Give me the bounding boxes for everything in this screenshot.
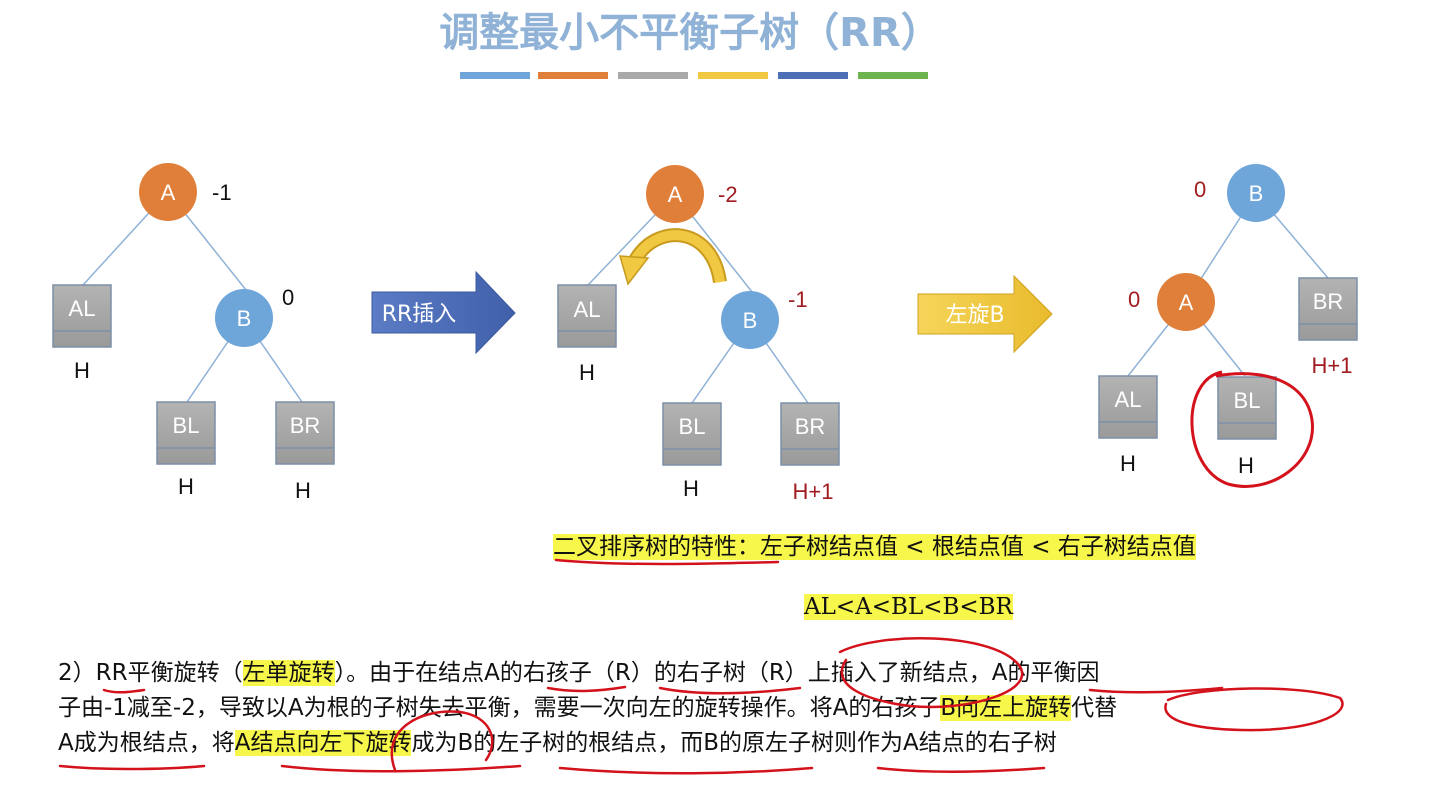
subtree-bl-label: BL xyxy=(679,414,706,439)
tree-after-insert: A -2 B -1 AL H BL H BR H+1 xyxy=(557,165,840,504)
order-note-text: AL<A<BL<B<BR xyxy=(804,594,1013,620)
node-b xyxy=(1227,164,1285,222)
bst-property-note: 二叉排序树的特性：左子树结点值 < 根结点值 < 右子树结点值 xyxy=(553,527,1196,561)
subtree-bl-label: BL xyxy=(173,413,200,438)
subtree-bl: BL H xyxy=(662,402,722,501)
node-b xyxy=(215,289,273,347)
subtree-br-height: H+1 xyxy=(1312,353,1353,378)
line2-highlight: B向左上旋转 xyxy=(940,695,1072,721)
bf-b-label: -1 xyxy=(788,287,808,312)
subtree-al-label: AL xyxy=(574,297,601,322)
bf-a-label: 0 xyxy=(1128,287,1140,312)
bf-b-label: 0 xyxy=(1194,177,1206,202)
subtree-al-height: H xyxy=(74,358,90,383)
node-b-label: B xyxy=(1249,181,1264,206)
line3-text-a: A成为根结点，将 xyxy=(58,730,235,756)
subtree-bl-height: H xyxy=(178,474,194,499)
line3-highlight: A结点向左下旋转 xyxy=(234,730,412,756)
subtree-br-label: BR xyxy=(290,413,321,438)
node-b-label: B xyxy=(743,308,758,333)
title-bar-1 xyxy=(460,72,530,79)
line2-text-b: 代替 xyxy=(1071,695,1118,721)
subtree-al-label: AL xyxy=(69,296,96,321)
line1-text-a: 2）RR平衡旋转（ xyxy=(58,660,243,686)
node-a-label: A xyxy=(161,180,176,205)
line3-text-b: 成为B的左子树的根结点，而B的原左子树则作为A结点的右子树 xyxy=(411,730,1057,756)
node-a xyxy=(1157,273,1215,331)
title-bar-4 xyxy=(698,72,768,79)
subtree-al: AL H xyxy=(52,284,112,383)
node-a xyxy=(139,163,197,221)
rotate-left-arrow: 左旋B xyxy=(917,274,1053,354)
node-b-label: B xyxy=(237,306,252,331)
title-bar-3 xyxy=(618,72,688,79)
subtree-al-label: AL xyxy=(1115,387,1142,412)
tree-after-rotation: B 0 A 0 BR H+1 AL H BL H xyxy=(1098,164,1358,488)
paragraph-line-1: 2）RR平衡旋转（左单旋转）。由于在结点A的右孩子（R）的右子树（R）上插入了新… xyxy=(58,656,1418,691)
rotate-left-label: 左旋B xyxy=(945,303,1004,328)
subtree-br: BR H xyxy=(275,401,335,503)
subtree-br-label: BR xyxy=(795,414,826,439)
paragraph-line-3: A成为根结点，将A结点向左下旋转成为B的左子树的根结点，而B的原左子树则作为A结… xyxy=(58,726,1418,761)
bst-property-text: 二叉排序树的特性：左子树结点值 < 根结点值 < 右子树结点值 xyxy=(553,534,1196,560)
rr-insert-label: RR插入 xyxy=(382,302,457,327)
subtree-bl-height: H xyxy=(1238,453,1254,478)
page-title: 调整最小不平衡子树（RR） xyxy=(439,10,941,56)
subtree-br-height: H+1 xyxy=(793,479,834,504)
order-note: AL<A<BL<B<BR xyxy=(804,594,1013,620)
node-a-label: A xyxy=(668,182,683,207)
subtree-al-height: H xyxy=(1120,451,1136,476)
title-color-bars xyxy=(460,72,928,79)
bf-a-label: -1 xyxy=(212,180,232,205)
paragraph-line-2: 子由-1减至-2，导致以A为根的子树失去平衡，需要一次向左的旋转操作。将A的右孩… xyxy=(58,691,1418,726)
title-bar-5 xyxy=(778,72,848,79)
rr-insert-arrow: RR插入 xyxy=(371,270,516,355)
subtree-al: AL H xyxy=(557,284,617,385)
bf-b-label: 0 xyxy=(282,285,294,310)
subtree-br-label: BR xyxy=(1313,289,1344,314)
subtree-br-height: H xyxy=(295,478,311,503)
tree-before-insert: A -1 B 0 AL H BL H BR H xyxy=(52,163,335,503)
node-b xyxy=(721,291,779,349)
subtree-bl-height: H xyxy=(683,476,699,501)
subtree-bl: BL H xyxy=(1217,376,1277,478)
node-a-label: A xyxy=(1179,290,1194,315)
subtree-al: AL H xyxy=(1098,375,1158,476)
pen-circle-bl xyxy=(1190,370,1314,488)
title-bar-6 xyxy=(858,72,928,79)
subtree-al-height: H xyxy=(579,360,595,385)
line1-text-b: ）。由于在结点A的右孩子（R）的右子树（R）上插入了新结点，A的平衡因 xyxy=(334,660,1100,686)
line1-highlight: 左单旋转 xyxy=(242,660,335,686)
rotation-curve-arrow xyxy=(618,228,727,286)
subtree-br: BR H+1 xyxy=(1298,277,1358,378)
subtree-bl-label: BL xyxy=(1234,388,1261,413)
title-bar-2 xyxy=(538,72,608,79)
bf-a-label: -2 xyxy=(718,182,738,207)
node-a xyxy=(646,165,704,223)
line2-text-a: 子由-1减至-2，导致以A为根的子树失去平衡，需要一次向左的旋转操作。将A的右孩… xyxy=(58,695,941,721)
subtree-bl: BL H xyxy=(156,401,216,499)
subtree-br: BR H+1 xyxy=(780,402,840,504)
explanation-paragraph: 2）RR平衡旋转（左单旋转）。由于在结点A的右孩子（R）的右子树（R）上插入了新… xyxy=(58,656,1418,761)
